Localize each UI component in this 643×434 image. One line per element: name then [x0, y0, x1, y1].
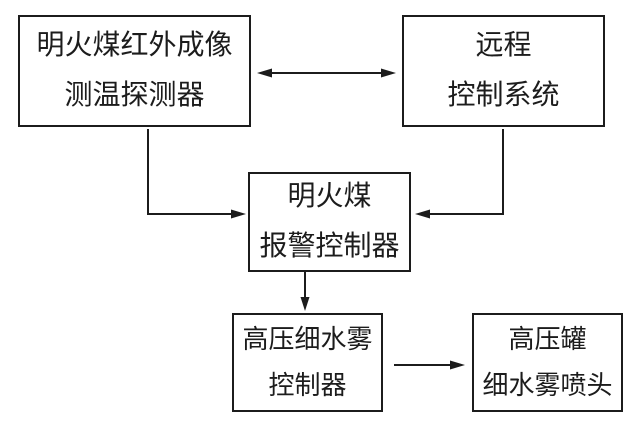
arrow-alarm-mist: [300, 272, 310, 311]
node-remote-line2: 控制系统: [447, 80, 560, 111]
node-mist-line2: 控制器: [268, 370, 347, 400]
node-remote-line1: 远程: [475, 30, 532, 61]
arrow-detector-alarm: [147, 129, 246, 219]
node-mist-controller: 高压细水雾 控制器: [232, 313, 383, 412]
node-remote-control: 远程 控制系统: [402, 15, 605, 127]
node-alarm-line1: 明火煤: [287, 181, 372, 212]
node-detector-line2: 测温探测器: [64, 80, 205, 111]
node-alarm-controller: 明火煤 报警控制器: [248, 172, 411, 272]
node-alarm-line2: 报警控制器: [259, 231, 400, 262]
arrow-mist-nozzle: [394, 360, 465, 370]
arrow-detector-remote: [257, 68, 396, 78]
node-detector: 明火煤红外成像 测温探测器: [18, 15, 251, 127]
node-detector-line1: 明火煤红外成像: [36, 30, 233, 61]
node-tank-nozzle: 高压罐 细水雾喷头: [472, 313, 623, 412]
node-nozzle-line2: 细水雾喷头: [482, 370, 613, 400]
arrow-remote-alarm: [415, 129, 504, 219]
node-nozzle-line1: 高压罐: [508, 324, 587, 354]
node-mist-line1: 高压细水雾: [242, 324, 373, 354]
